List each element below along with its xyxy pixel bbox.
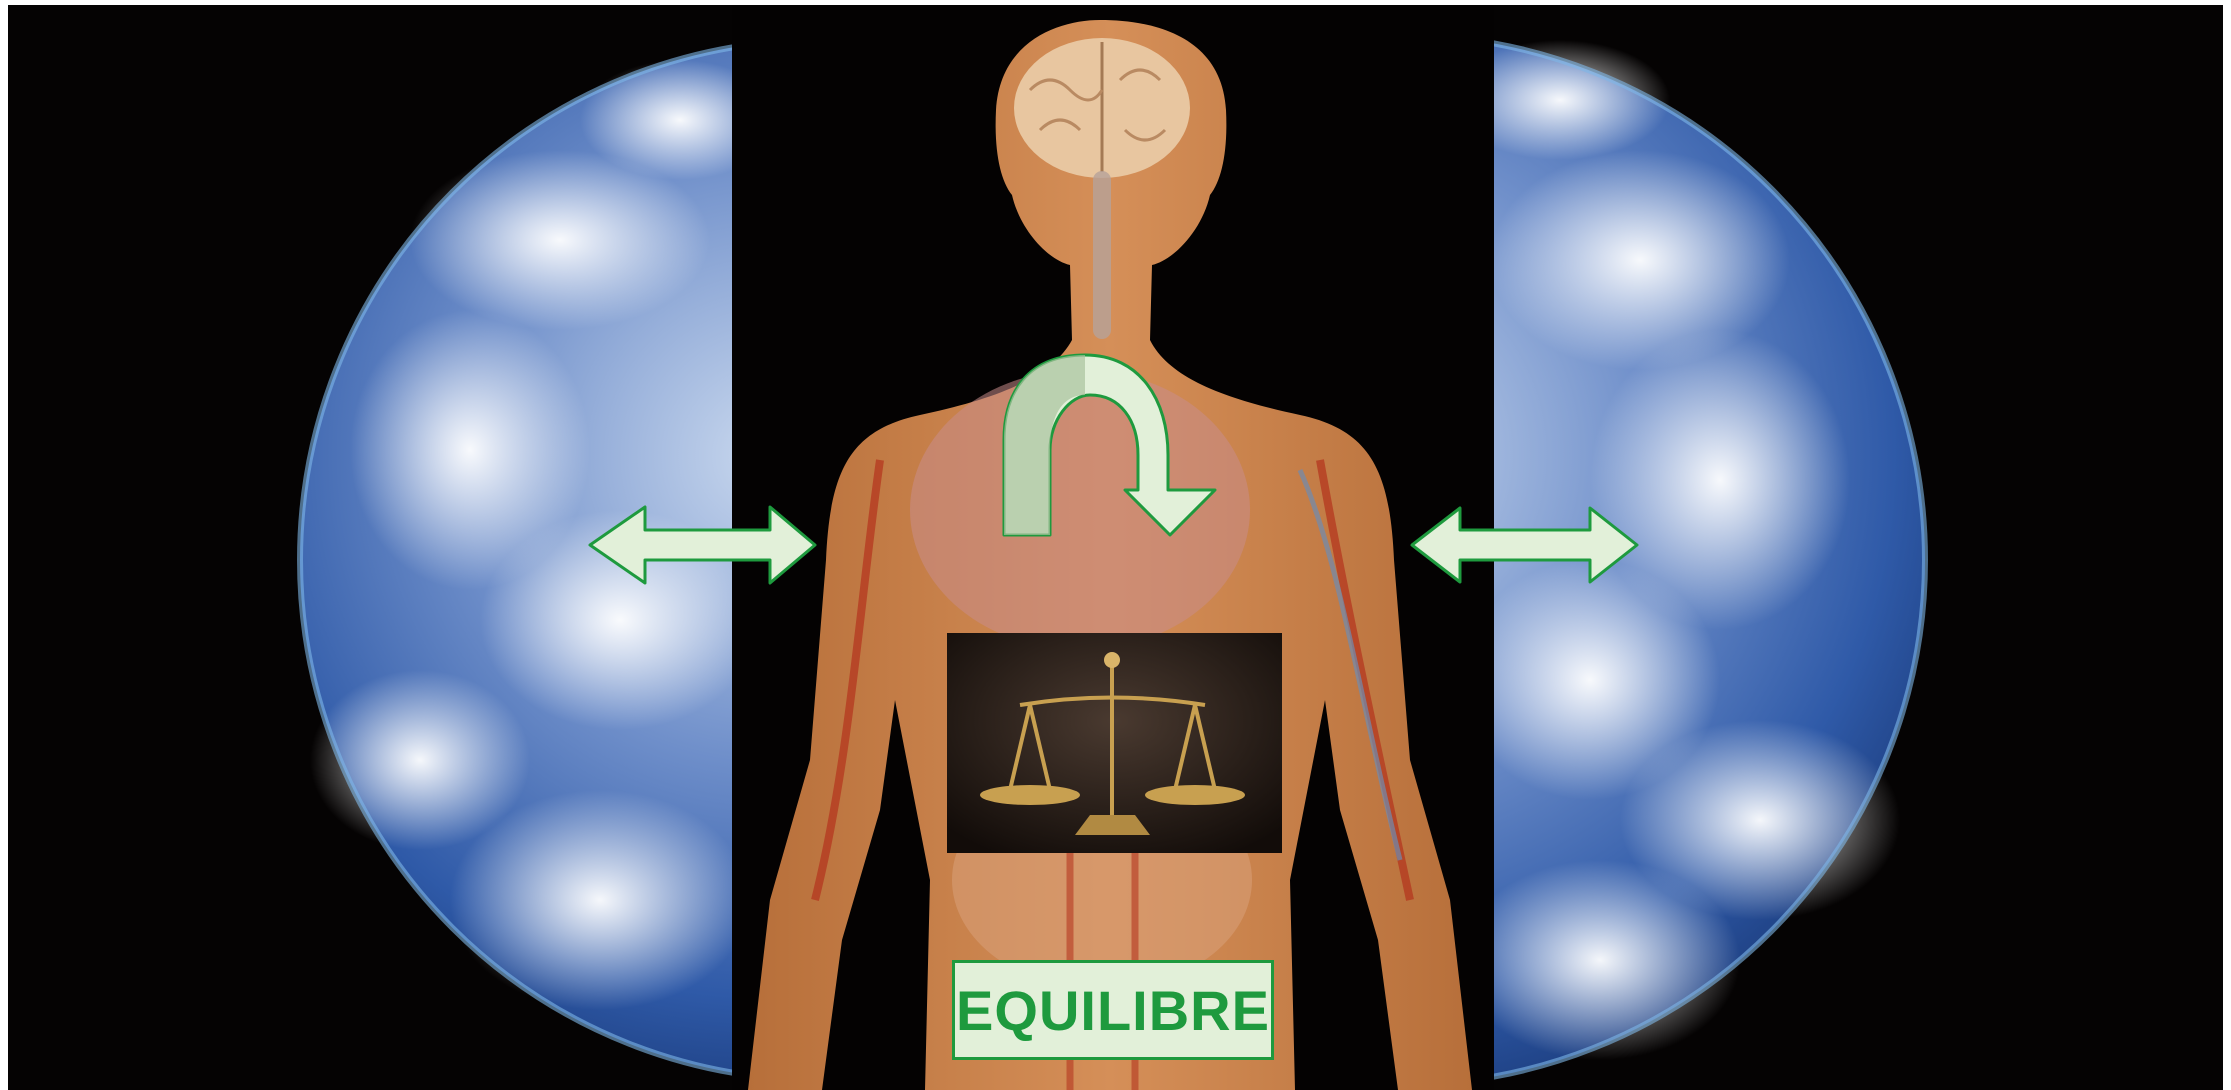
brain-icon: [1014, 38, 1190, 178]
lungs: [910, 370, 1250, 650]
balance-scale-icon: [947, 633, 1282, 853]
equilibre-text: EQUILIBRE: [956, 978, 1270, 1043]
equilibre-label: EQUILIBRE: [952, 960, 1274, 1060]
